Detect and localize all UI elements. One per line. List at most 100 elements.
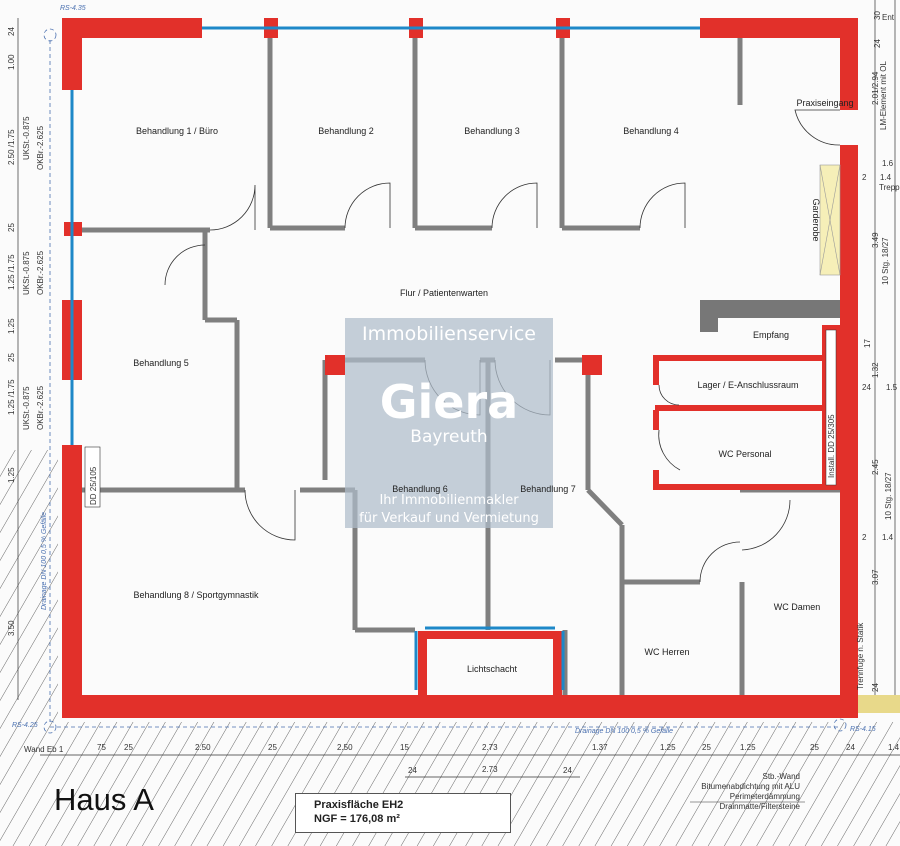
stairs-1: 10 Stg. 18/27 [881,237,890,285]
svg-text:1.5: 1.5 [886,383,898,392]
svg-text:24: 24 [846,743,855,752]
svg-text:Perimeterdämmung: Perimeterdämmung [730,792,800,801]
svg-text:25: 25 [7,223,16,232]
svg-text:1.25: 1.25 [660,743,676,752]
svg-text:OKBr.-2.625: OKBr.-2.625 [36,385,45,430]
svg-text:2.50: 2.50 [195,743,211,752]
drainage-left: Drainage DN 100 0,5 % Gefälle [41,512,48,610]
svg-text:75: 75 [97,743,106,752]
svg-text:1.37: 1.37 [592,743,608,752]
room-label-empfang: Empfang [753,330,789,340]
dimension-lines [17,0,900,778]
rs-bottom-left: RS-4.25 [12,722,38,729]
ground-hatch-left [0,450,58,722]
stair-area [862,0,900,700]
watermark-line1: Immobilienservice [362,323,536,345]
room-label-garderobe: Garderobe [811,198,821,241]
stairs-2: 10 Stg. 18/27 [884,472,893,520]
room-label-behandlung-1: Behandlung 1 / Büro [136,126,218,136]
svg-text:3.50: 3.50 [7,620,16,636]
room-label-wc-damen: WC Damen [774,602,821,612]
room-label-behandlung-8: Behandlung 8 / Sportgymnastik [133,590,259,600]
exterior-walls [62,18,858,718]
svg-text:24: 24 [871,683,880,692]
empfang-counter [700,300,840,318]
svg-text:24: 24 [563,766,572,775]
svg-text:OKBr.-2.625: OKBr.-2.625 [36,250,45,295]
svg-text:UKSt.-0.875: UKSt.-0.875 [22,251,31,295]
trennfuge: Trennfuge n. Statik [856,622,865,690]
svg-text:2: 2 [862,173,867,182]
svg-text:1.4: 1.4 [888,743,900,752]
svg-text:1.25 /1.75: 1.25 /1.75 [7,254,16,290]
right-dimensions: 30 24 2.01/2.94 1.6 1.4 2 3.49 17 1.32 2… [862,11,898,692]
svg-text:2.45: 2.45 [871,459,880,475]
svg-text:30: 30 [873,11,882,20]
watermark-brand: Giera [380,375,518,429]
svg-text:1.25: 1.25 [740,743,756,752]
room-label-lichtschacht: Lichtschacht [467,664,518,674]
dd-left: DD 25/105 [89,466,98,505]
svg-text:24: 24 [408,766,417,775]
windows [70,26,700,445]
svg-text:17: 17 [863,339,872,348]
svg-text:1.6: 1.6 [882,159,894,168]
rs-top: RS-4.35 [60,5,86,12]
install-label: Install. DD 25/305 [827,414,836,478]
svg-text:2.01/2.94: 2.01/2.94 [871,71,880,105]
watermark-logo [345,318,553,528]
treppe-label: Trepp [879,183,900,192]
wall-layer-legend: Stb.-Wand Bitumenabdichtung mit ALU Peri… [690,772,805,811]
svg-text:Drainmatte/Filtersteine: Drainmatte/Filtersteine [720,802,801,811]
room-label-behandlung-2: Behandlung 2 [318,126,374,136]
left-dimensions: 24 1.00 2.50 /1.75 UKSt.-0.875 OKBr.-2.6… [7,27,45,636]
svg-text:3.49: 3.49 [871,232,880,248]
room-label-wc-personal: WC Personal [718,449,771,459]
watermark-tag1: Ihr Immobilienmakler [379,493,519,508]
svg-text:Stb.-Wand: Stb.-Wand [763,772,801,781]
room-label-lager: Lager / E-Anschlussraum [697,380,798,390]
svg-text:2.73: 2.73 [482,743,498,752]
room-label-praxiseingang: Praxiseingang [796,98,853,108]
wand-label: Wand Eb 1 [24,745,64,754]
room-label-behandlung-5: Behandlung 5 [133,358,189,368]
svg-text:3.07: 3.07 [871,569,880,585]
drainage-bottom: Drainage DN 100 0,5 % Gefälle [575,728,673,735]
svg-text:25: 25 [702,743,711,752]
svg-text:UKSt.-0.875: UKSt.-0.875 [22,116,31,160]
svg-text:1.00: 1.00 [7,54,16,70]
svg-text:25: 25 [124,743,133,752]
svg-text:Bitumenabdichtung mit ALU: Bitumenabdichtung mit ALU [701,782,800,791]
svg-text:2.50: 2.50 [337,743,353,752]
house-title: Haus A [54,782,154,817]
room-label-behandlung-3: Behandlung 3 [464,126,520,136]
svg-text:24: 24 [873,39,882,48]
lm-element: LM-Element mit OL [879,61,888,130]
watermark-city: Bayreuth [410,427,487,447]
rs-bottom-right: RS-4.15 [850,726,876,733]
area-value: NGF = 176,08 m² [314,813,400,825]
area-box: Praxisfläche EH2 NGF = 176,08 m² [295,793,511,833]
svg-text:2.73: 2.73 [482,765,498,774]
room-label-behandlung-4: Behandlung 4 [623,126,679,136]
svg-text:OKBr.-2.625: OKBr.-2.625 [36,125,45,170]
area-title: Praxisfläche EH2 [314,799,404,811]
svg-text:25: 25 [810,743,819,752]
svg-text:1.32: 1.32 [871,362,880,378]
svg-text:1.25 /1.75: 1.25 /1.75 [7,379,16,415]
svg-text:15: 15 [400,743,409,752]
svg-text:1.4: 1.4 [880,173,892,182]
svg-text:25: 25 [268,743,277,752]
svg-text:2.50 /1.75: 2.50 /1.75 [7,129,16,165]
room-label-behandlung-7: Behandlung 7 [520,484,576,494]
svg-text:24: 24 [862,383,871,392]
svg-text:1.25: 1.25 [7,467,16,483]
ent-label: Ent [882,13,895,22]
doors [164,109,841,583]
watermark-tag2: für Verkauf und Vermietung [359,511,539,526]
svg-text:1.4: 1.4 [882,533,894,542]
svg-text:2: 2 [862,533,867,542]
room-label-wc-herren: WC Herren [644,647,689,657]
